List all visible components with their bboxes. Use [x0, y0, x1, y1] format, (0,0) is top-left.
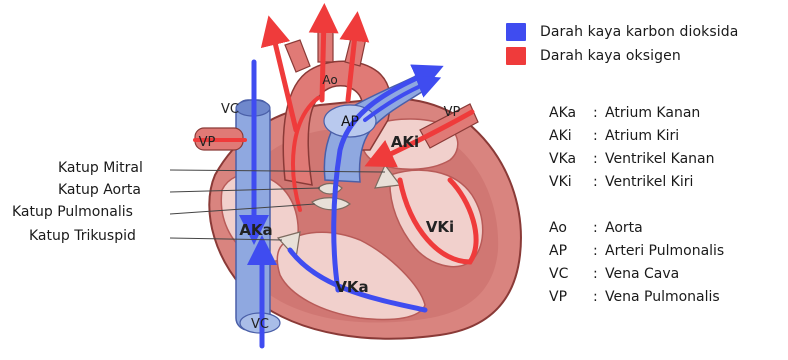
- callout-katup-aorta: Katup Aorta: [58, 182, 141, 198]
- chambers-key: AKa : Atrium Kanan AKi : Atrium Kiri VKa…: [549, 101, 715, 193]
- label-vc-top: VC: [221, 102, 239, 117]
- key-abbr: Ao: [549, 220, 593, 236]
- legend-label-o2: Darah kaya oksigen: [540, 48, 681, 64]
- key-desc: Vena Cava: [605, 266, 679, 282]
- key-abbr: VKi: [549, 174, 593, 190]
- color-legend: Darah kaya karbon dioksida Darah kaya ok…: [506, 20, 738, 68]
- key-row-vki: VKi : Ventrikel Kiri: [549, 170, 715, 193]
- key-abbr: VP: [549, 289, 593, 305]
- key-abbr: AKi: [549, 128, 593, 144]
- key-desc: Aorta: [605, 220, 643, 236]
- callout-katup-pulmonalis: Katup Pulmonalis: [12, 204, 133, 220]
- label-aki: AKi: [391, 133, 419, 151]
- label-vc-bottom: VC: [251, 317, 269, 332]
- callout-katup-mitral: Katup Mitral: [58, 160, 143, 176]
- label-aka: AKa: [239, 221, 272, 239]
- legend-item-co2: Darah kaya karbon dioksida: [506, 20, 738, 44]
- label-ao: Ao: [322, 73, 337, 87]
- key-desc: Vena Pulmonalis: [605, 289, 720, 305]
- aorta-branch-1: [285, 40, 310, 72]
- key-row-vc: VC : Vena Cava: [549, 262, 724, 285]
- swatch-red: [506, 47, 526, 65]
- key-abbr: AP: [549, 243, 593, 259]
- key-desc: Ventrikel Kiri: [605, 174, 693, 190]
- legend-label-co2: Darah kaya karbon dioksida: [540, 24, 738, 40]
- key-abbr: AKa: [549, 105, 593, 121]
- key-abbr: VKa: [549, 151, 593, 167]
- key-row-aka: AKa : Atrium Kanan: [549, 101, 715, 124]
- key-row-aki: AKi : Atrium Kiri: [549, 124, 715, 147]
- key-desc: Arteri Pulmonalis: [605, 243, 724, 259]
- key-desc: Atrium Kanan: [605, 105, 700, 121]
- key-desc: Atrium Kiri: [605, 128, 679, 144]
- label-vki: VKi: [426, 218, 454, 236]
- swatch-blue: [506, 23, 526, 41]
- label-vp-left: VP: [199, 135, 216, 150]
- label-vp-right: VP: [444, 105, 461, 120]
- key-abbr: VC: [549, 266, 593, 282]
- key-desc: Ventrikel Kanan: [605, 151, 715, 167]
- flow-arrow-red-aorta-2: [322, 18, 324, 100]
- vessels-key: Ao : Aorta AP : Arteri Pulmonalis VC : V…: [549, 216, 724, 308]
- label-ap: AP: [341, 114, 359, 130]
- label-vka: VKa: [335, 278, 368, 296]
- callout-katup-trikuspid: Katup Trikuspid: [29, 228, 136, 244]
- key-row-vka: VKa : Ventrikel Kanan: [549, 147, 715, 170]
- key-row-vp: VP : Vena Pulmonalis: [549, 285, 724, 308]
- key-row-ao: Ao : Aorta: [549, 216, 724, 239]
- legend-item-o2: Darah kaya oksigen: [506, 44, 738, 68]
- key-row-ap: AP : Arteri Pulmonalis: [549, 239, 724, 262]
